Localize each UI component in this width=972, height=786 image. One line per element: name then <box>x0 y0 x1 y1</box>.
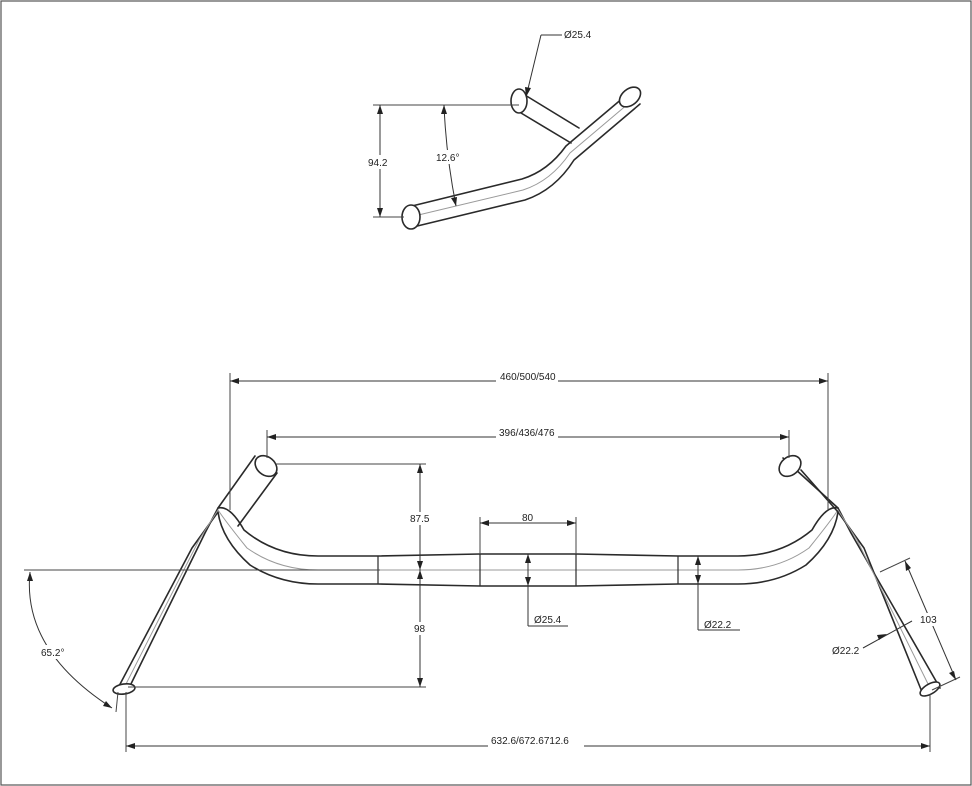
top-view-clamp-end <box>510 88 528 114</box>
right-drop-end <box>919 681 941 697</box>
tube-diameter-label: Ø25.4 <box>564 30 592 41</box>
outer-width-label: 460/500/540 <box>500 372 556 383</box>
bar-outline-lower <box>117 511 923 693</box>
end-diameter-leader <box>862 620 913 649</box>
sweep-angle-label: 12.6° <box>436 153 459 164</box>
lower-drop-label: 98 <box>414 624 426 635</box>
clamp-width-label: 80 <box>522 513 534 524</box>
front-view: 460/500/540 396/436/476 80 87.5 98 <box>24 370 961 752</box>
inner-width-label: 396/436/476 <box>499 428 555 439</box>
top-view-right-end <box>618 86 642 108</box>
clamp-diameter-label: Ø25.4 <box>534 615 562 626</box>
top-view-tube-outline <box>411 91 631 207</box>
tube-diameter-leader <box>525 34 542 98</box>
overall-width-label: 632.6/672.6712.6 <box>491 736 569 747</box>
flare-angle-arc <box>28 571 113 709</box>
upper-drop-label: 87.5 <box>410 514 430 525</box>
end-diameter-label: Ø22.2 <box>832 646 860 657</box>
rise-label: 94.2 <box>368 158 388 169</box>
top-view: 94.2 12.6° Ø25.4 <box>366 30 642 230</box>
flare-angle-label: 65.2° <box>41 648 64 659</box>
left-drop-end <box>112 683 136 695</box>
left-top-end <box>254 454 278 478</box>
bar-outline-upper <box>127 506 941 691</box>
end-length-label: 103 <box>920 615 937 626</box>
bar-diameter-label: Ø22.2 <box>704 620 732 631</box>
top-view-left-end <box>401 204 421 230</box>
right-top-end <box>778 454 802 478</box>
